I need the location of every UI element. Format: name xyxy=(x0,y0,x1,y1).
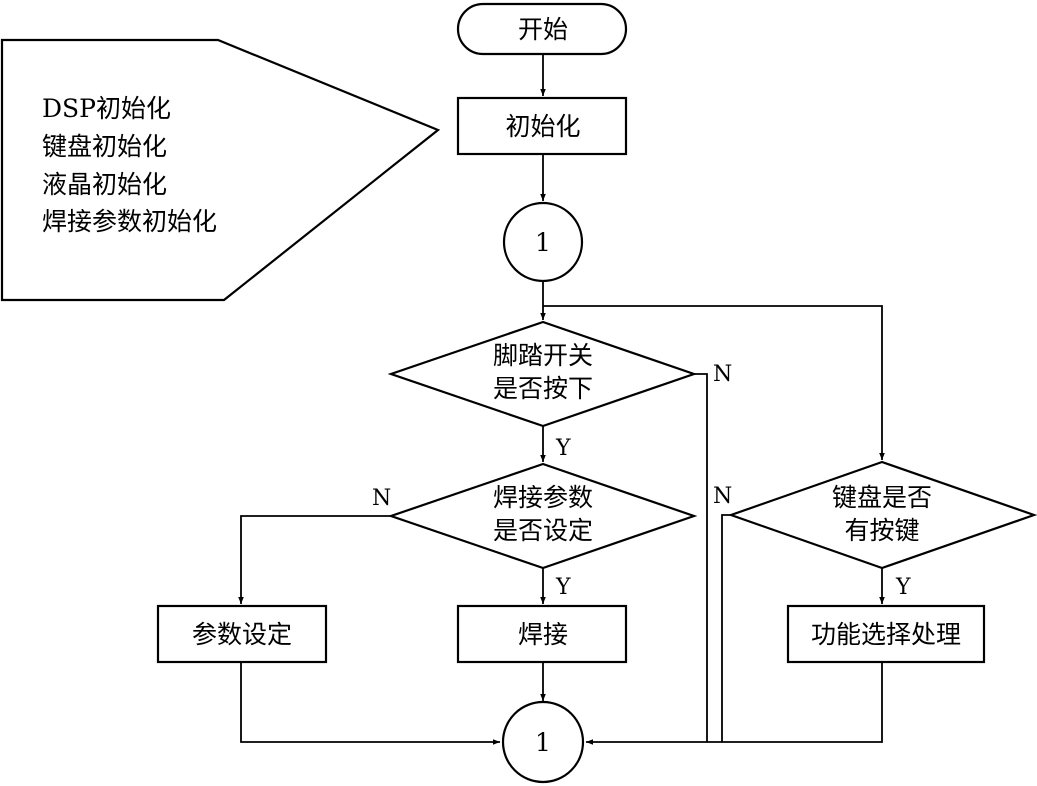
pedal-decision: 脚踏开关 是否按下 xyxy=(387,320,698,428)
function-select-label: 功能选择处理 xyxy=(811,620,961,649)
start-shape xyxy=(456,2,628,56)
param-setting-process: 参数设定 xyxy=(156,604,328,664)
edge-param-setting-to-connector xyxy=(240,662,500,745)
annotation-line-2: 键盘初始化 xyxy=(42,132,167,161)
keyboard-no-label: N xyxy=(713,484,732,509)
keyboard-decision: 键盘是否 有按键 xyxy=(727,460,1037,570)
connector-top-label: 1 xyxy=(535,228,551,257)
welding-label: 焊接 xyxy=(518,620,568,649)
annotation-shape xyxy=(0,38,441,302)
annotation-line-1: DSP初始化 xyxy=(42,94,171,123)
welding-shape xyxy=(456,604,628,664)
start-terminator: 开始 xyxy=(456,2,628,56)
start-label: 开始 xyxy=(518,15,568,44)
connector-bottom: 1 xyxy=(501,700,585,784)
params-decision: 焊接参数 是否设定 xyxy=(387,462,698,570)
annotation-line-4: 焊接参数初始化 xyxy=(42,207,217,236)
function-select-shape xyxy=(786,604,986,664)
annotation-line-3: 液晶初始化 xyxy=(42,170,167,199)
pedal-label-line1: 脚踏开关 xyxy=(493,341,593,370)
init-label: 初始化 xyxy=(505,112,580,141)
edge-keyboard-no xyxy=(721,514,731,742)
param-setting-label: 参数设定 xyxy=(192,620,292,649)
keyboard-yes-label: Y xyxy=(895,575,911,600)
params-no-label: N xyxy=(372,486,391,511)
init-annotation: DSP初始化 键盘初始化 液晶初始化 焊接参数初始化 xyxy=(0,38,441,302)
pedal-label-line2: 是否按下 xyxy=(493,374,593,403)
init-process: 初始化 xyxy=(456,96,628,156)
param-setting-shape xyxy=(156,604,328,664)
params-label-line2: 是否设定 xyxy=(493,516,593,545)
edge-params-no xyxy=(238,515,391,604)
keyboard-label-line2: 有按键 xyxy=(844,516,919,545)
keyboard-label-line1: 键盘是否 xyxy=(832,483,932,512)
keyboard-decision-shape xyxy=(727,460,1037,570)
pedal-yes-label: Y xyxy=(555,436,571,461)
welding-process: 焊接 xyxy=(456,604,628,664)
connector-bottom-label: 1 xyxy=(535,728,551,757)
edge-branch-to-keyboard xyxy=(543,305,885,460)
connector-top: 1 xyxy=(502,201,584,283)
init-shape xyxy=(456,96,628,156)
edge-pedal-no xyxy=(694,373,708,742)
connector-bottom-shape xyxy=(501,700,585,784)
params-label-line1: 焊接参数 xyxy=(493,483,593,512)
params-yes-label: Y xyxy=(555,575,571,600)
function-select-process: 功能选择处理 xyxy=(786,604,986,664)
edge-function-to-connector xyxy=(586,662,883,745)
pedal-no-label: N xyxy=(713,362,732,387)
